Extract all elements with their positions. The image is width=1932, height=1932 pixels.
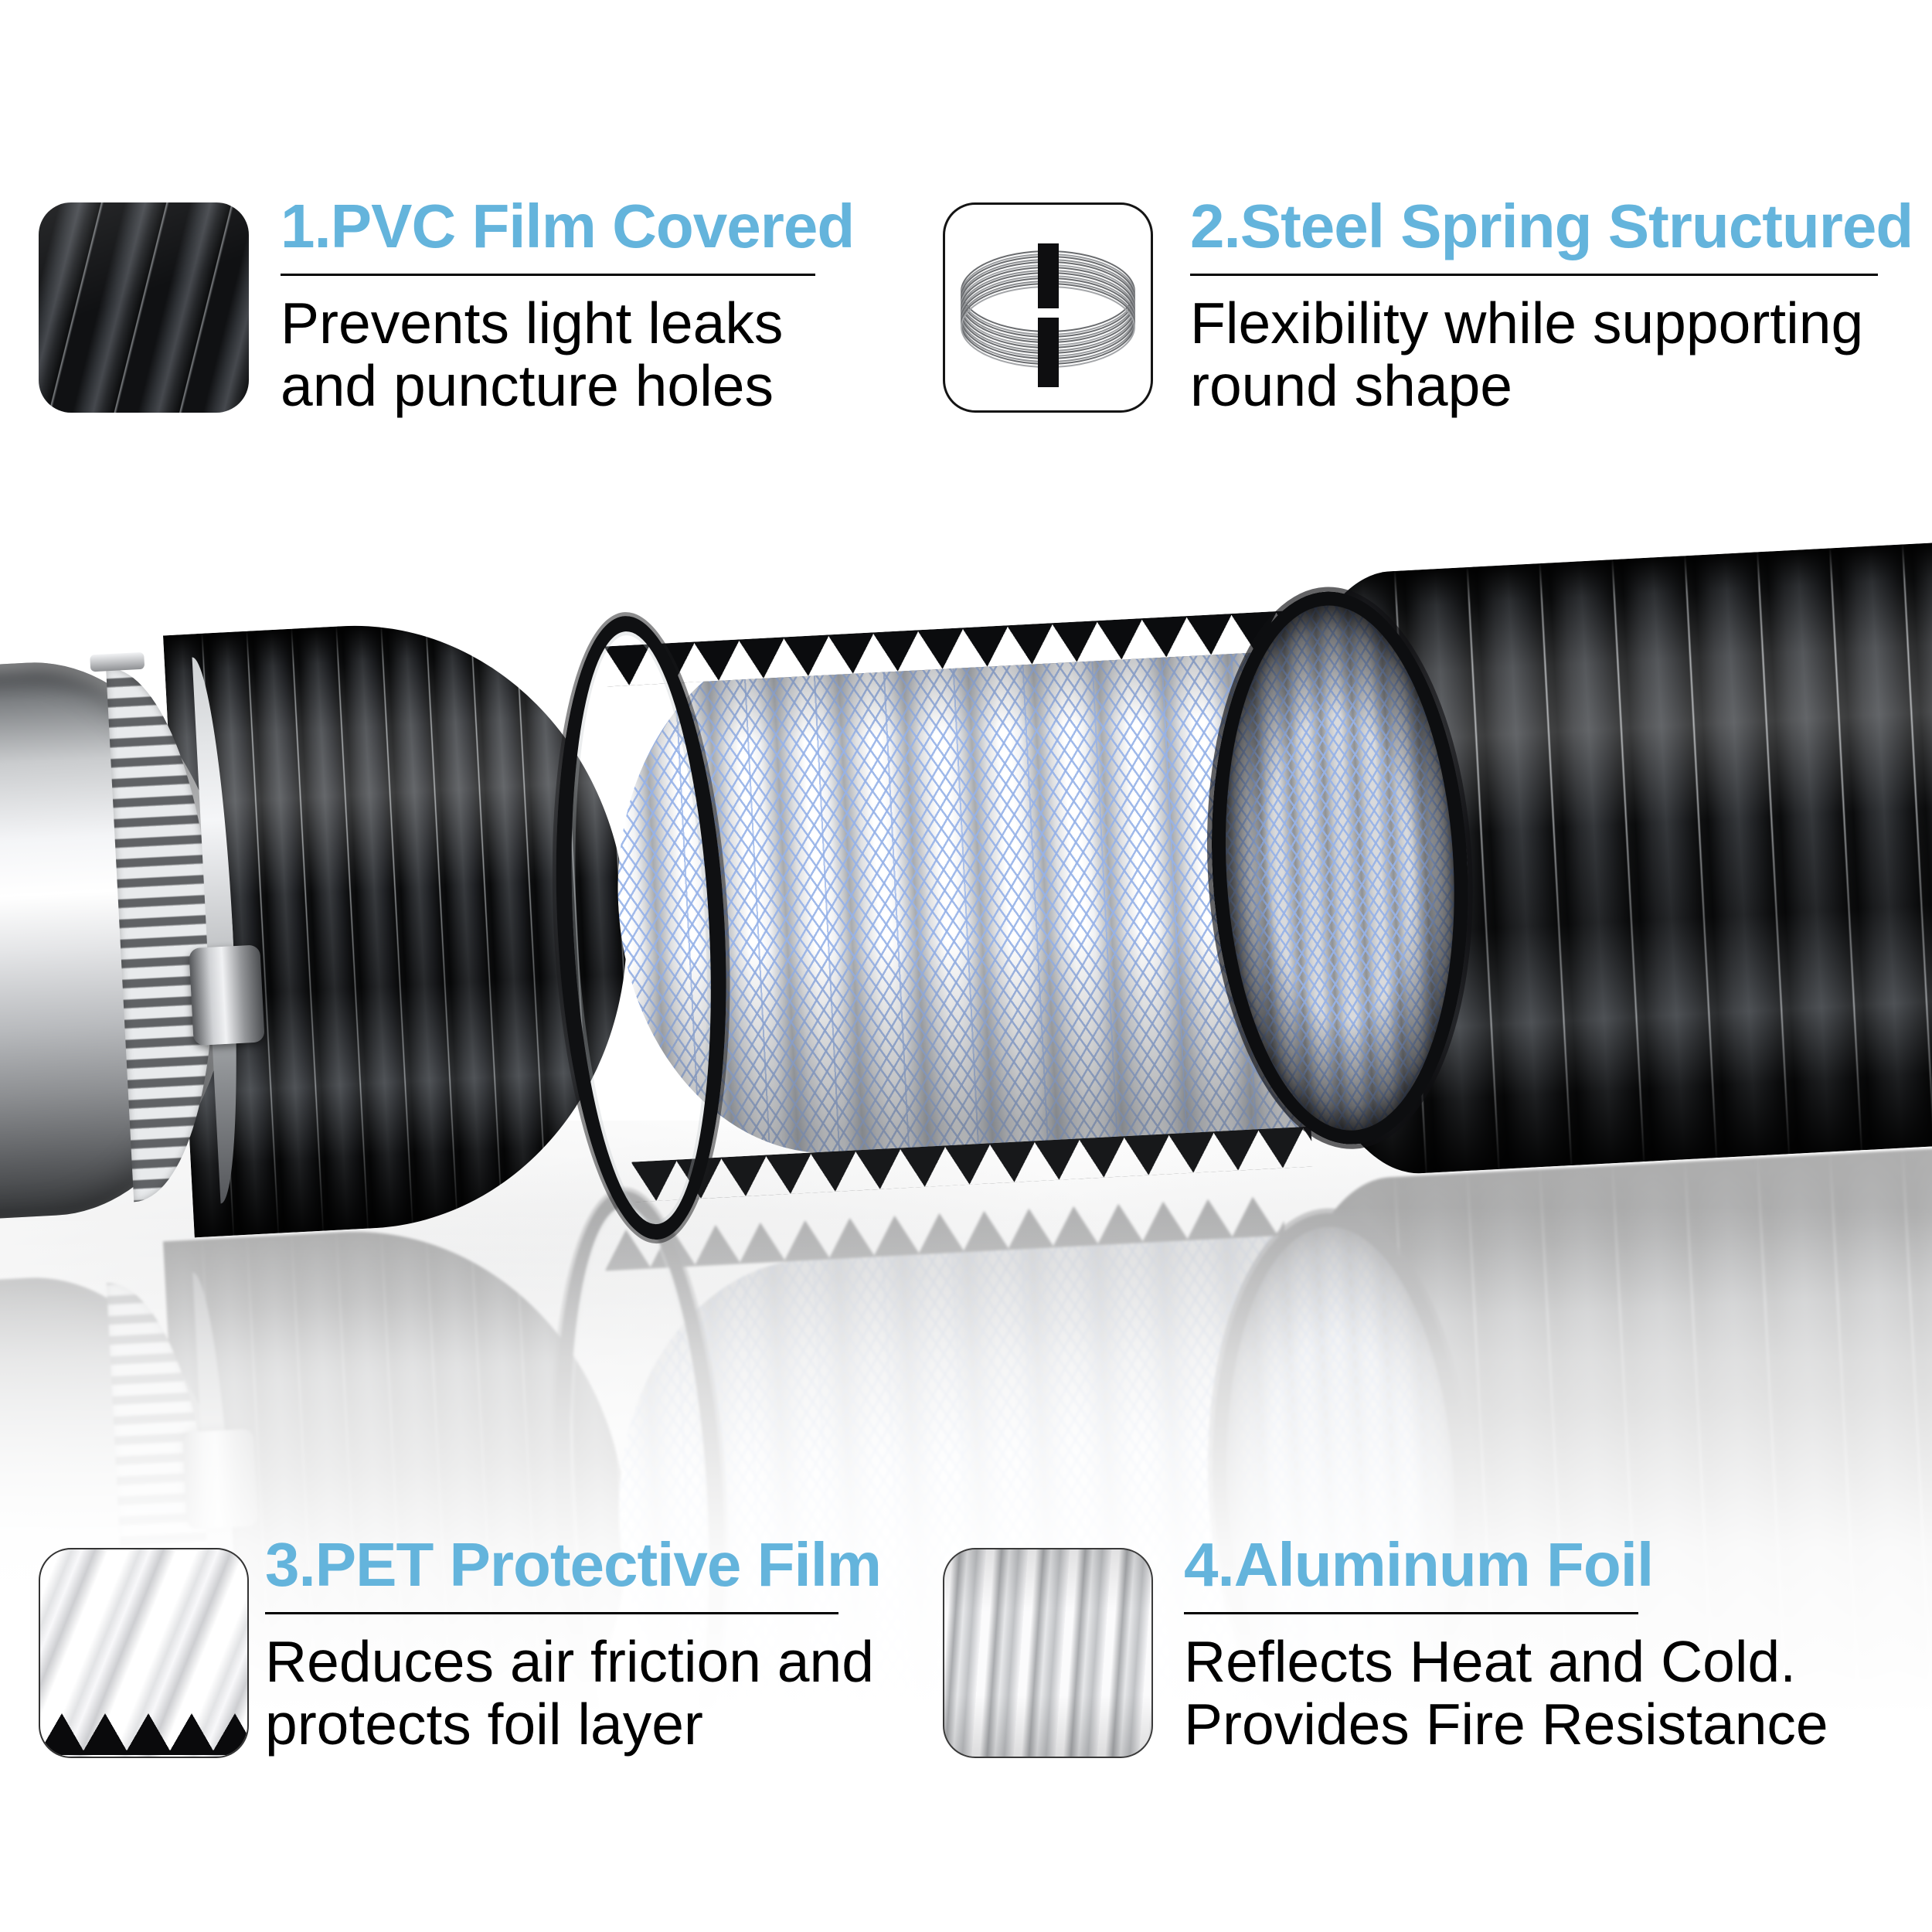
duct-cutaway-illustration [0, 539, 1932, 1250]
desc-line-1: Flexibility while supporting [1190, 291, 1864, 355]
sawtooth-edge-icon [40, 1713, 247, 1757]
desc-line-1: Prevents light leaks [281, 291, 784, 355]
callout-aluminum-foil: 4.Aluminum Foil Reflects Heat and Cold.P… [1184, 1533, 1828, 1756]
callout-title: 3.PET Protective Film [265, 1530, 882, 1599]
reflection-fade [0, 1105, 1932, 1932]
desc-line-1: Reflects Heat and Cold. [1184, 1629, 1797, 1694]
aluminum-foil-thumbnail [943, 1548, 1153, 1758]
callout-divider [281, 274, 815, 276]
pet-film-thumbnail [39, 1548, 249, 1758]
callout-divider [1184, 1612, 1638, 1614]
desc-line-2: Provides Fire Resistance [1184, 1692, 1828, 1757]
pvc-sawtooth-cut-edge-top [604, 611, 1287, 687]
callout-title: 2.Steel Spring Structured [1190, 192, 1913, 260]
desc-line-2: and puncture holes [281, 353, 774, 418]
callout-steel-spring: 2.Steel Spring Structured Flexibility wh… [1190, 195, 1913, 417]
pvc-film-thumbnail [39, 202, 249, 413]
callout-divider [265, 1612, 838, 1614]
callout-pet-film: 3.PET Protective Film Reduces air fricti… [265, 1530, 882, 1756]
hose-clamp-tab [90, 651, 145, 672]
callout-divider [1190, 274, 1878, 276]
desc-line-2: round shape [1190, 353, 1513, 418]
steel-spring-thumbnail [943, 202, 1153, 413]
duct-band [0, 539, 1932, 1250]
desc-line-1: Reduces air friction and [265, 1629, 874, 1694]
hose-clamp-screw [189, 944, 265, 1046]
callout-title: 4.Aluminum Foil [1184, 1530, 1654, 1599]
steel-spring-coil-icon [961, 243, 1135, 387]
callout-description: Reflects Heat and Cold.Provides Fire Res… [1184, 1631, 1828, 1756]
desc-line-2: protects foil layer [265, 1692, 703, 1757]
callout-title: 1.PVC Film Covered [281, 192, 855, 260]
